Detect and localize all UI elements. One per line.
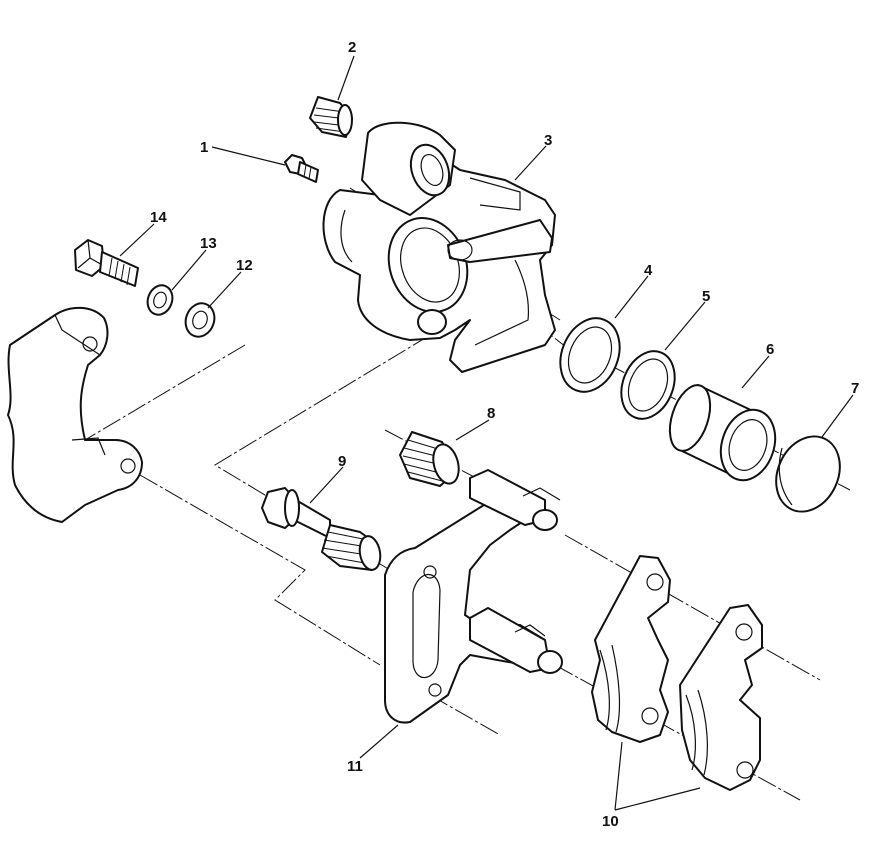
- callout-2: 2: [348, 39, 356, 56]
- callout-1: 1: [200, 139, 208, 156]
- leader-lines: [119, 55, 854, 811]
- callout-labels: 1 2 3 4 5 6 7 8 9 10 11 12 13 14: [150, 39, 859, 830]
- pin-sleeve: [399, 431, 460, 487]
- callout-12: 12: [236, 257, 253, 274]
- caliper-pin: [309, 96, 353, 138]
- dust-seal: [620, 350, 676, 420]
- callout-5: 5: [702, 288, 710, 305]
- brake-pad-outer: [679, 604, 763, 791]
- caliper-piston: [668, 384, 777, 482]
- callout-8: 8: [487, 405, 495, 422]
- callout-6: 6: [766, 341, 774, 358]
- callout-3: 3: [544, 132, 552, 149]
- piston-seal: [559, 317, 621, 393]
- callout-9: 9: [338, 453, 346, 470]
- caliper-bracket: [384, 469, 563, 724]
- flat-washer: [184, 302, 216, 338]
- mounting-bolt: [74, 239, 139, 287]
- callout-14: 14: [150, 209, 167, 226]
- mounting-knuckle: [7, 306, 143, 523]
- slide-pin: [261, 487, 382, 571]
- piston-cap: [775, 435, 841, 513]
- callout-7: 7: [851, 380, 859, 397]
- brake-pad-inner: [591, 555, 671, 743]
- lock-washer: [146, 284, 174, 316]
- callout-13: 13: [200, 235, 217, 252]
- caliper-body: [322, 121, 556, 373]
- callout-4: 4: [644, 262, 653, 279]
- callout-10: 10: [602, 813, 619, 830]
- bleeder-valve: [284, 154, 319, 183]
- callout-11: 11: [347, 758, 363, 775]
